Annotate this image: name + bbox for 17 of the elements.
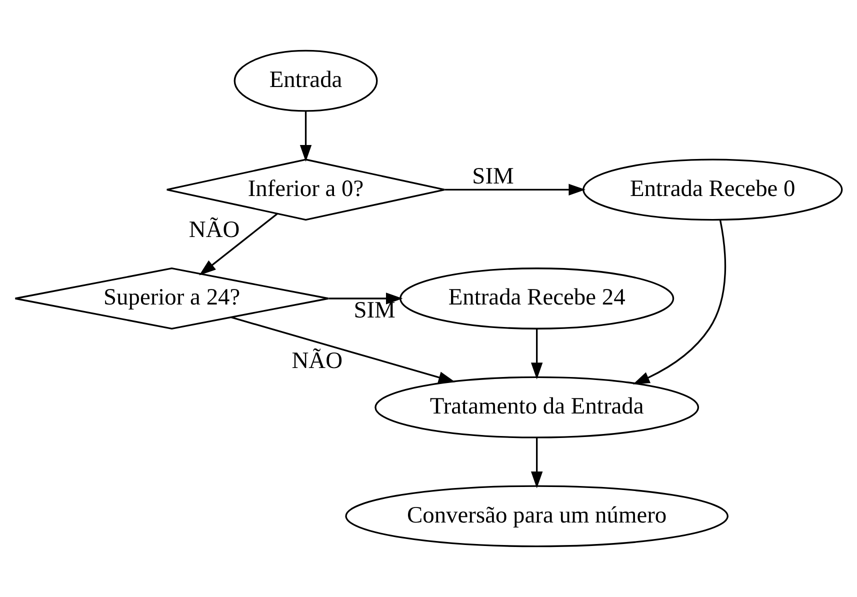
- arrow: [231, 316, 456, 384]
- edge-label: SIM: [472, 163, 514, 190]
- node-ellipse: Tratamento da Entrada: [374, 376, 700, 438]
- edge-label: NÃO: [292, 348, 343, 374]
- arrow: [300, 111, 312, 162]
- arrow: [632, 220, 726, 384]
- arrow: [328, 292, 403, 304]
- edge-label: SIM: [354, 297, 396, 324]
- node-diamond: Superior a 24?: [14, 268, 330, 330]
- arrow: [444, 184, 586, 196]
- node-ellipse: Entrada Recebe 0: [582, 158, 843, 221]
- node-ellipse: Entrada: [234, 50, 378, 112]
- node-ellipse: Conversão para um número: [345, 485, 728, 548]
- arrow: [530, 329, 543, 380]
- arrow: [530, 438, 543, 488]
- node-ellipse: Entrada Recebe 24: [400, 268, 674, 330]
- arrow: [199, 213, 278, 276]
